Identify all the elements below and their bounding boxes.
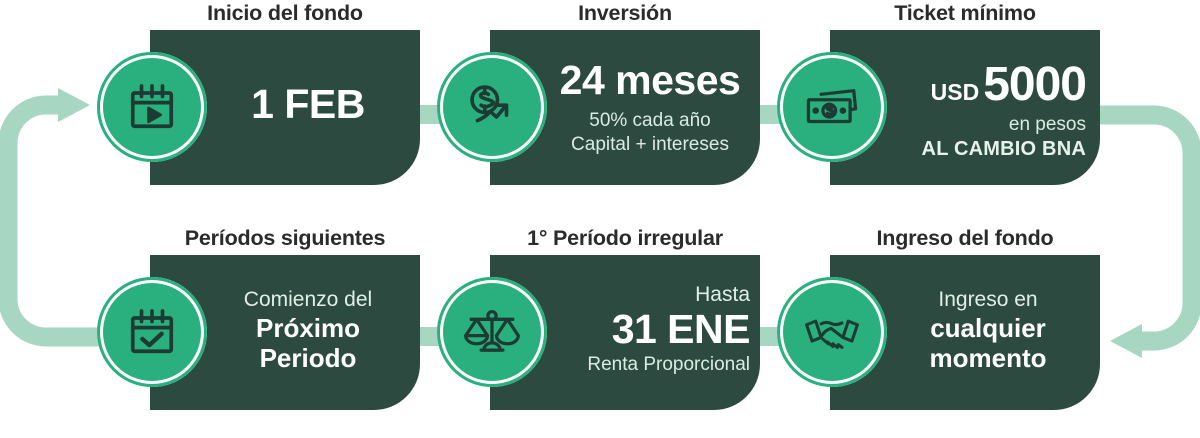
ingreso-line3: momento: [929, 342, 1047, 373]
ingreso-line1: Ingreso en: [938, 288, 1038, 311]
irregular-primary: 31 ENE: [611, 305, 751, 352]
badge-irregular: [437, 277, 547, 387]
badge-periodos: [97, 277, 207, 387]
right-loop-arrow: [1100, 105, 1200, 358]
periodos-line3: Periodo: [259, 342, 357, 373]
card-body-ticket: USD 5000 en pesos AL CAMBIO BNA: [868, 58, 1087, 161]
card-body-ingreso: Ingreso en cualquier momento: [888, 288, 1088, 373]
irregular-line3: Renta Proporcional: [587, 354, 750, 376]
card-title-ticket: Ticket mínimo: [894, 1, 1036, 25]
badge-ingreso: [777, 277, 887, 387]
calendar-check-icon: [124, 304, 180, 360]
card-title-inversion: Inversión: [578, 1, 672, 25]
calendar-play-icon: [124, 79, 180, 135]
card-body-inicio: 1 FEB: [210, 81, 406, 128]
inicio-primary: 1 FEB: [251, 81, 365, 127]
badge-inversion: [437, 52, 547, 162]
badge-ticket: [777, 52, 887, 162]
ticket-line2: en pesos: [1008, 113, 1086, 135]
inversion-line2: 50% cada año: [589, 109, 711, 131]
ticket-line3: AL CAMBIO BNA: [921, 138, 1086, 161]
periodos-line2: Próximo: [255, 312, 361, 343]
ticket-amount-row: USD 5000: [868, 58, 1087, 112]
ticket-currency: USD: [930, 79, 980, 105]
card-title-ingreso: Ingreso del fondo: [876, 226, 1054, 250]
left-loop-arrow: [0, 88, 108, 347]
card-title-inicio: Inicio del fondo: [207, 1, 363, 25]
periodos-line1: Comienzo del: [243, 288, 373, 311]
inversion-primary: 24 meses: [559, 57, 741, 103]
ingreso-line2: cualquier: [930, 312, 1046, 343]
irregular-line1: Hasta: [695, 283, 750, 306]
handshake-icon: [803, 303, 861, 361]
inversion-line3: Capital + intereses: [571, 134, 729, 156]
card-body-inversion: 24 meses 50% cada año Capital + interese…: [550, 57, 750, 156]
banknotes-icon: [803, 78, 861, 136]
card-body-periodos: Comienzo del Próximo Periodo: [208, 288, 408, 373]
card-title-irregular: 1° Período irregular: [527, 226, 723, 250]
scales-balance-icon: [463, 303, 521, 361]
card-body-irregular: Hasta 31 ENE Renta Proporcional: [540, 283, 750, 376]
coin-growth-arrow-icon: [463, 78, 521, 136]
badge-inicio: [97, 52, 207, 162]
ticket-amount: 5000: [983, 58, 1087, 111]
card-title-periodos: Períodos siguientes: [184, 226, 386, 250]
